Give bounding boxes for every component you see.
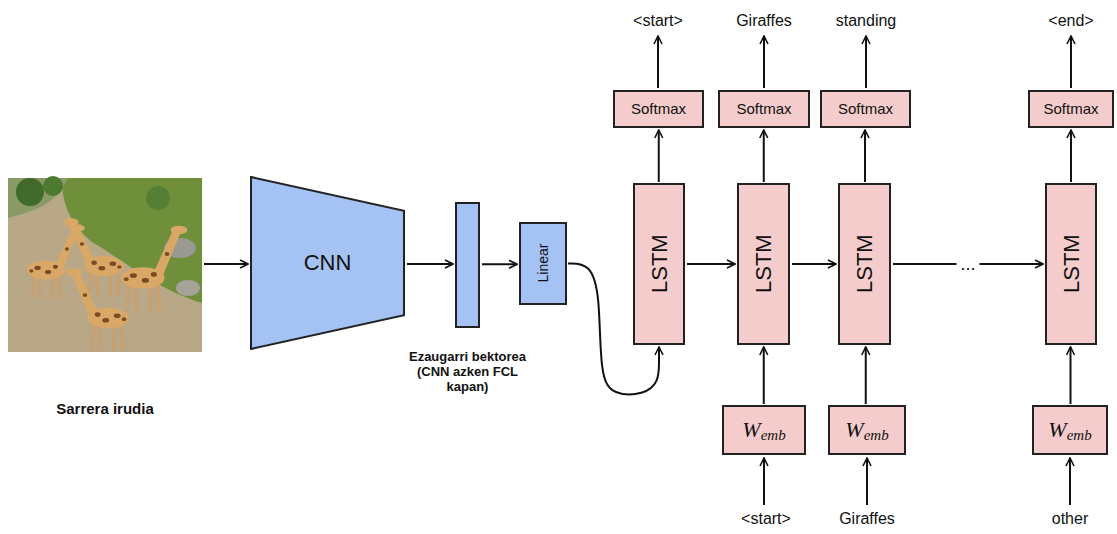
node-label: W (1048, 417, 1066, 442)
output-arrow (763, 36, 765, 88)
giraffe-photo (8, 176, 202, 352)
node-label: Softmax (631, 100, 686, 117)
token-label: Giraffes (839, 510, 895, 528)
connector-arrow (204, 263, 248, 265)
softmax-box: Softmax (613, 90, 704, 128)
connector-arrow (1070, 130, 1072, 182)
connector-arrow (482, 263, 517, 265)
connector-arrow (687, 263, 735, 265)
embedding-box: Wemb (1032, 405, 1108, 455)
token-arrows (658, 36, 1071, 505)
lstm-cell: LSTM (737, 183, 790, 345)
token-label: other (1052, 510, 1088, 528)
embedding-box: Wemb (828, 405, 906, 455)
node-label: Linear (535, 244, 551, 283)
node-label: LSTM (646, 235, 671, 294)
edge-label: ... (956, 255, 979, 273)
trapezoid-outline (251, 177, 404, 349)
node-label: Softmax (1043, 100, 1098, 117)
subscript-text: emb (864, 427, 889, 444)
subscript-text: emb (1067, 427, 1092, 444)
node-label: W (742, 417, 760, 442)
input-arrow (1069, 458, 1071, 505)
node-label: Ezaugarri bektorea (CNN azken FCL kapan) (395, 350, 540, 395)
softmax-box: Softmax (1028, 90, 1114, 128)
output-arrow (865, 36, 867, 88)
node-label: LSTM (751, 235, 776, 294)
node-label: LSTM (1058, 235, 1083, 294)
output-arrow (1070, 36, 1072, 88)
token-label: <start> (633, 12, 683, 30)
connector-arrow (792, 263, 836, 265)
token-label: <start> (741, 510, 791, 528)
token-label: standing (836, 12, 897, 30)
connector-arrow (864, 130, 866, 182)
node-label: W (845, 417, 863, 442)
subscript-text: emb (761, 427, 786, 444)
input-image: Sarrera irudia (8, 178, 202, 352)
node-label: Softmax (838, 100, 893, 117)
softmax-box: Softmax (820, 90, 911, 128)
lstm-cell: LSTM (1045, 183, 1097, 345)
token-label: <end> (1048, 12, 1093, 30)
node-label: LSTM (852, 235, 877, 294)
connector-arrow (763, 347, 765, 404)
linear-layer: Linear (519, 222, 567, 305)
feature-vector: Ezaugarri bektorea (CNN azken FCL kapan) (455, 202, 480, 328)
node-label: Sarrera irudia (56, 400, 154, 417)
lstm-cell: LSTM (838, 183, 891, 345)
output-arrow (657, 36, 659, 88)
lstm-cell: LSTM (633, 183, 685, 345)
connector-arrow (1070, 347, 1072, 404)
connector-arrow (865, 347, 867, 404)
connector-arrow (407, 263, 453, 265)
connector-arrow (763, 130, 765, 182)
node-label: Softmax (736, 100, 791, 117)
softmax-box: Softmax (718, 90, 810, 128)
input-arrow (866, 458, 868, 505)
node-label: CNN (304, 250, 352, 275)
embedding-box: Wemb (722, 405, 806, 455)
connector-arrow (658, 130, 660, 182)
input-arrow (763, 458, 765, 505)
cnn-block: CNN (250, 176, 405, 350)
token-label: Giraffes (736, 12, 792, 30)
